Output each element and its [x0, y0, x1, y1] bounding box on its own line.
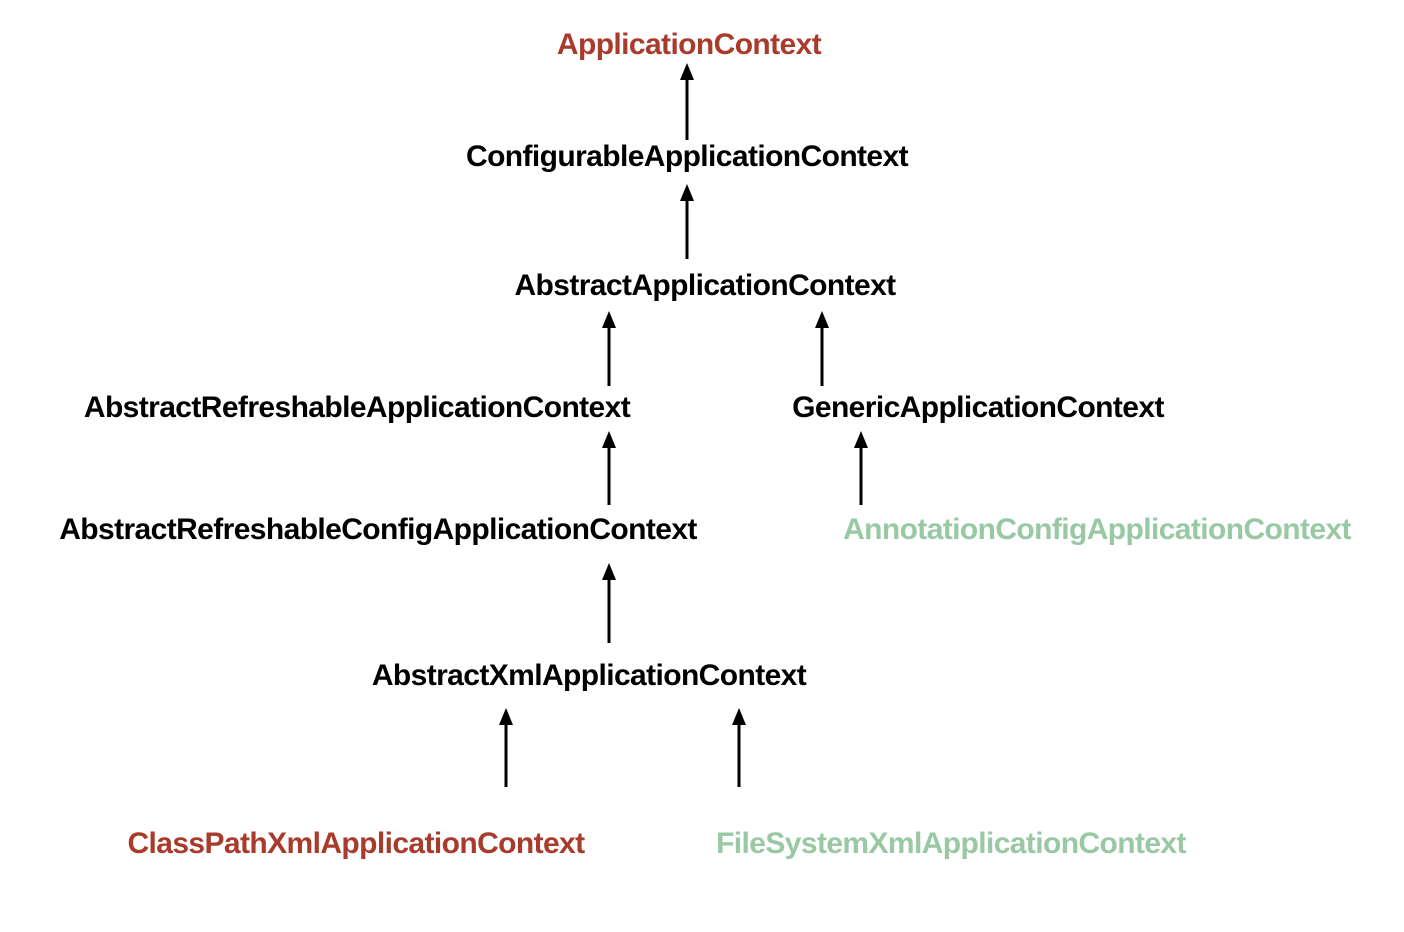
class-node-abstract-refreshable-config-application-context: AbstractRefreshableConfigApplicationCont… — [59, 513, 697, 546]
inheritance-arrow-class-path-xml-application-context-to-abstract-xml-application-context — [499, 708, 513, 787]
inheritance-arrow-configurable-application-context-to-application-context — [680, 63, 694, 140]
inheritance-arrow-abstract-refreshable-application-context-to-abstract-application-context — [602, 311, 616, 386]
class-node-application-context: ApplicationContext — [556, 28, 822, 61]
arrowhead-icon — [854, 431, 868, 448]
inheritance-arrow-generic-application-context-to-abstract-application-context — [815, 311, 829, 386]
arrowhead-icon — [680, 63, 694, 80]
arrowhead-icon — [680, 184, 694, 201]
inheritance-arrow-abstract-xml-application-context-to-abstract-refreshable-config-application-context — [602, 563, 616, 643]
class-node-configurable-application-context: ConfigurableApplicationContext — [466, 140, 909, 173]
class-node-abstract-application-context: AbstractApplicationContext — [514, 269, 896, 302]
inheritance-arrow-file-system-xml-application-context-to-abstract-xml-application-context — [732, 708, 746, 787]
inheritance-arrow-abstract-refreshable-config-application-context-to-abstract-refreshable-application-context — [602, 431, 616, 505]
class-node-abstract-refreshable-application-context: AbstractRefreshableApplicationContext — [83, 391, 631, 424]
arrowhead-icon — [602, 563, 616, 580]
class-node-file-system-xml-application-context: FileSystemXmlApplicationContext — [716, 827, 1186, 860]
arrowhead-icon — [732, 708, 746, 725]
inheritance-arrow-annotation-config-application-context-to-generic-application-context — [854, 431, 868, 505]
inheritance-arrow-abstract-application-context-to-configurable-application-context — [680, 184, 694, 259]
arrowhead-icon — [499, 708, 513, 725]
class-node-generic-application-context: GenericApplicationContext — [792, 391, 1164, 424]
arrowhead-icon — [815, 311, 829, 328]
class-node-annotation-config-application-context: AnnotationConfigApplicationContext — [843, 513, 1351, 546]
arrowhead-icon — [602, 311, 616, 328]
class-node-class-path-xml-application-context: ClassPathXmlApplicationContext — [127, 827, 585, 860]
class-node-abstract-xml-application-context: AbstractXmlApplicationContext — [371, 659, 807, 692]
arrowhead-icon — [602, 431, 616, 448]
